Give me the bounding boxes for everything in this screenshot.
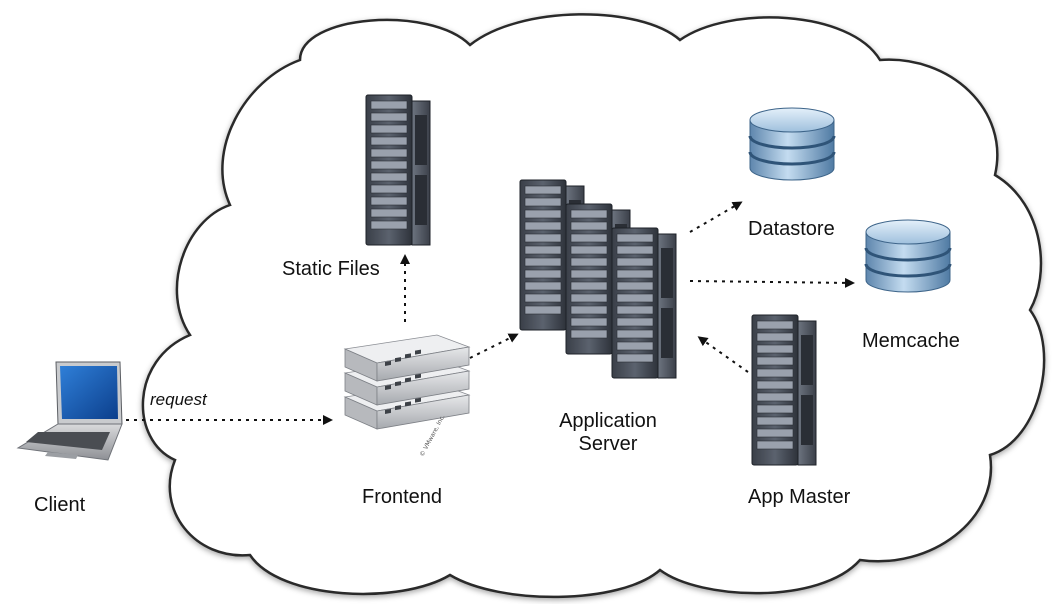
label-application-server-line2: Server — [578, 433, 638, 455]
memcache-db-icon — [864, 218, 952, 294]
arrow-appmaster-appserver — [697, 336, 749, 373]
app-master-server-icon — [751, 314, 817, 466]
label-client: Client — [34, 494, 86, 516]
label-app-master: App Master — [748, 486, 851, 508]
label-static-files: Static Files — [282, 258, 380, 280]
label-memcache: Memcache — [862, 330, 960, 352]
arrow-frontend-appserver — [469, 333, 519, 359]
arrow-appserver-datastore — [689, 201, 743, 233]
label-frontend: Frontend — [362, 486, 443, 508]
datastore-db-icon — [748, 106, 836, 182]
laptop-icon — [16, 361, 123, 461]
static-files-server-icon — [365, 94, 431, 246]
label-datastore: Datastore — [748, 218, 835, 240]
label-request: request — [150, 390, 207, 409]
arrow-appserver-memcache — [689, 277, 855, 288]
label-application-server-line1: Application — [559, 410, 657, 432]
